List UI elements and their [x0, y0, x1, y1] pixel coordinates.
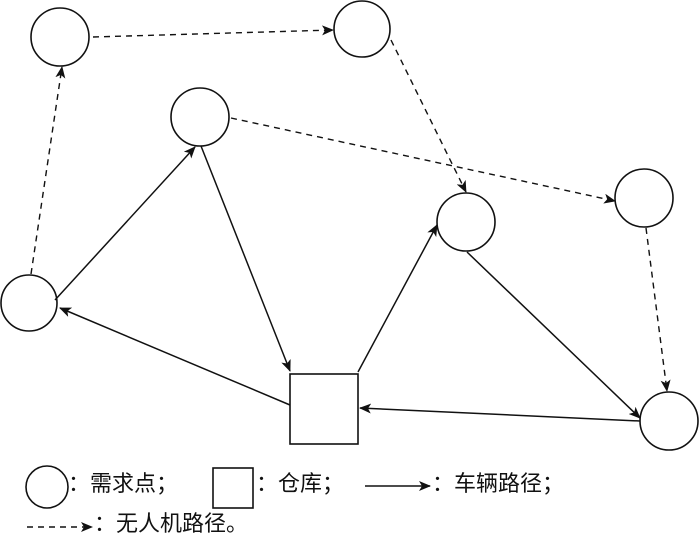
demand-node — [639, 391, 699, 451]
vehicle-route-edge — [54, 146, 196, 301]
demand-node — [333, 0, 391, 58]
legend-warehouse-label: ：仓库； — [256, 472, 345, 497]
drone-route-edge — [230, 117, 616, 204]
drone-route-edge — [30, 66, 66, 275]
drone-route-edge — [645, 227, 671, 392]
legend-drone-route-label: ：无人机路径。 — [94, 512, 249, 537]
legend-square-icon — [212, 467, 254, 509]
vehicle-route-edge — [200, 145, 291, 372]
demand-node — [0, 274, 58, 332]
demand-node — [614, 168, 674, 228]
legend-demand-point-label: ：需求点； — [68, 472, 179, 497]
vehicle-route-edge — [359, 403, 641, 422]
drone-route-edge — [92, 25, 334, 38]
vehicle-route-edge — [466, 251, 641, 419]
legend-vehicle-route-label: ：车辆路径； — [432, 472, 565, 497]
vehicle-route-edge — [59, 307, 291, 406]
demand-node — [30, 7, 90, 67]
legend-circle-icon — [25, 465, 69, 509]
warehouse-node — [289, 373, 359, 445]
drone-route-edge — [390, 39, 467, 193]
vehicle-route-edge — [357, 224, 438, 373]
demand-node — [170, 87, 230, 147]
demand-node — [436, 192, 496, 252]
